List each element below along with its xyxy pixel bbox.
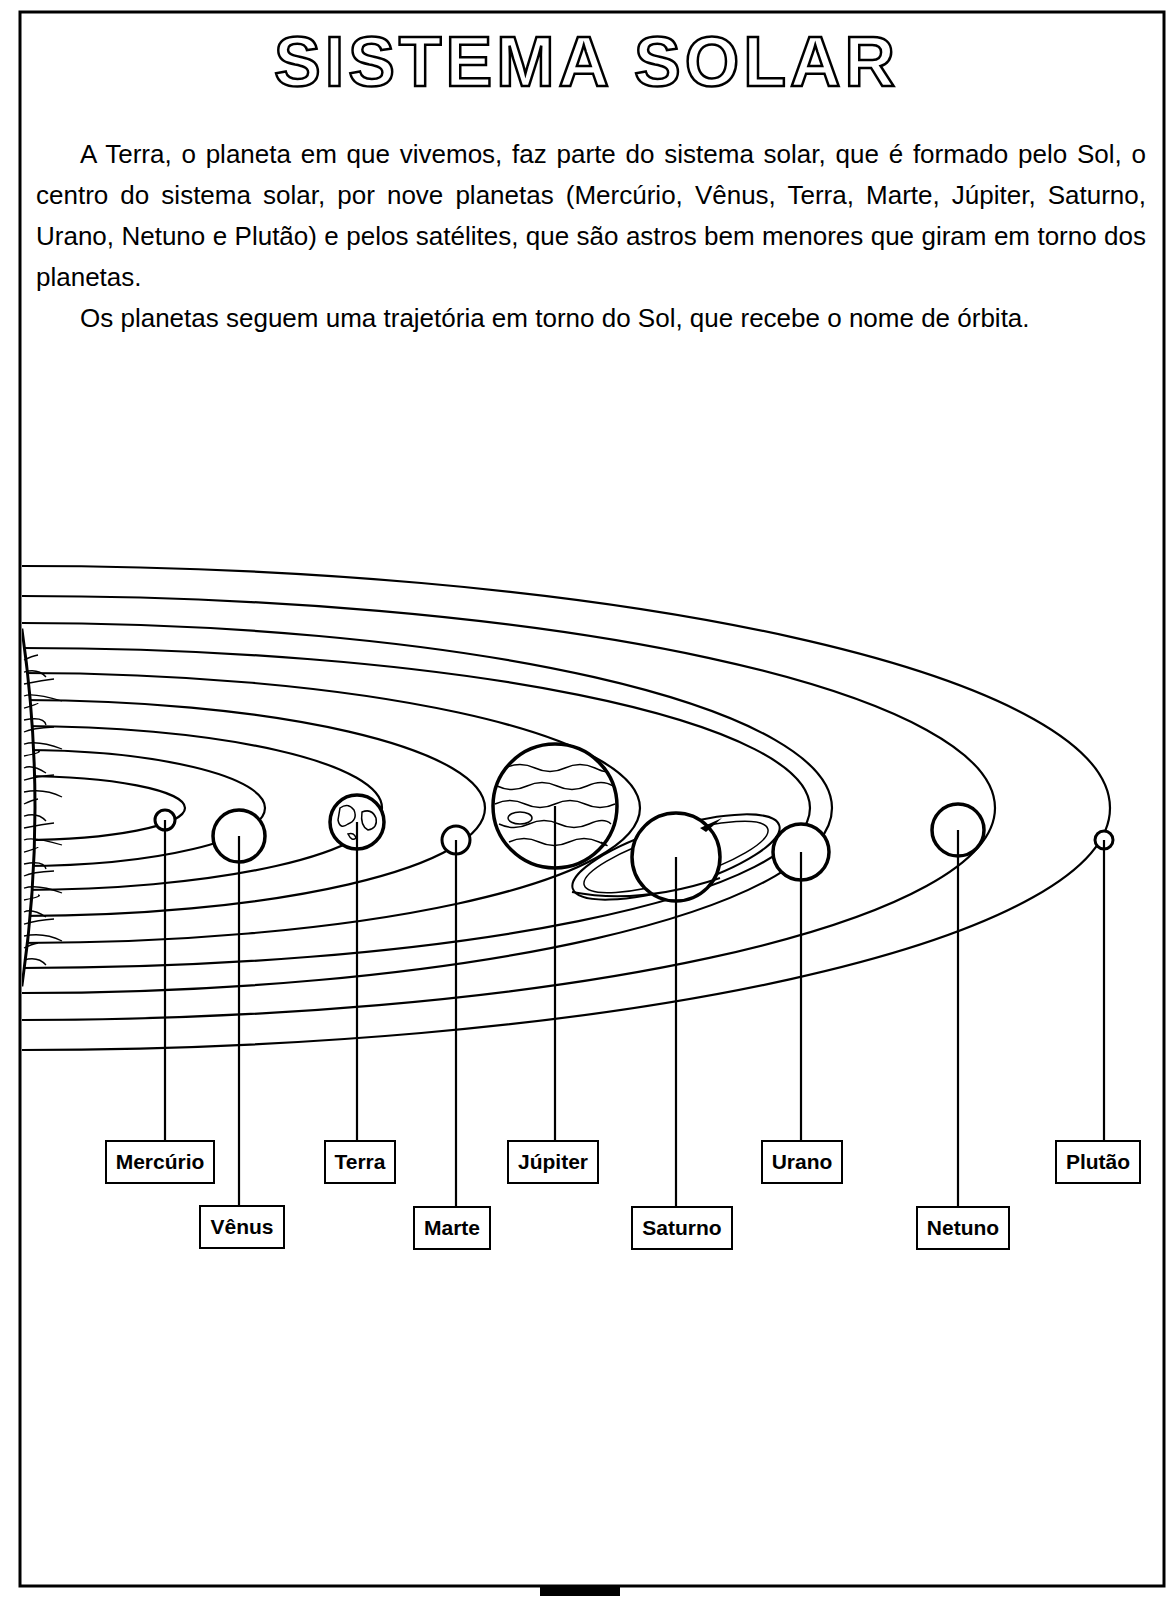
jupiter-band (509, 839, 607, 846)
sun-flare (24, 695, 62, 701)
sun-flare (24, 791, 62, 797)
orbit (22, 648, 810, 968)
sun-flare (24, 919, 54, 924)
paragraph: Os planetas seguem uma trajetória em tor… (36, 298, 1146, 339)
planets (155, 744, 1113, 917)
orbit (22, 623, 832, 993)
sun-flare (24, 887, 62, 893)
sun-flare (24, 935, 62, 941)
sun-flare (24, 799, 38, 804)
planet-name: Netuno (927, 1216, 999, 1240)
orbit (22, 596, 995, 1020)
jupiter-band (505, 765, 606, 772)
jupiter-spot (508, 812, 532, 824)
orbit (22, 750, 265, 866)
sun-flare (24, 823, 54, 828)
sun-flare (24, 751, 39, 756)
sun-flare (24, 743, 62, 749)
sun-flare (24, 943, 38, 948)
planet-name: Saturno (642, 1216, 721, 1240)
sun-flare (24, 727, 54, 732)
sun-flare (24, 703, 38, 708)
orbit (22, 726, 382, 890)
page-tab (540, 1586, 620, 1596)
sun (22, 630, 62, 985)
sun-flare (24, 775, 54, 780)
label-box: Urano (761, 1140, 844, 1184)
planet-name: Júpiter (518, 1150, 588, 1174)
label-box: Saturno (631, 1206, 732, 1250)
planet-name: Mercúrio (116, 1150, 205, 1174)
sun-flare (24, 959, 46, 965)
leader-lines (165, 806, 1104, 1206)
orbit (22, 566, 1110, 1050)
leader-line (675, 857, 677, 1206)
sun-flare (24, 911, 46, 917)
sun-flare (24, 839, 62, 845)
planet-name: Marte (424, 1216, 480, 1240)
planet-name: Terra (335, 1150, 386, 1174)
leader-line (1103, 840, 1105, 1140)
sun-flare (24, 655, 38, 660)
page-border (20, 12, 1164, 1586)
label-box: Terra (324, 1140, 397, 1184)
planet-name: Urano (772, 1150, 833, 1174)
saturn-ring (572, 878, 720, 896)
orbit (22, 700, 485, 916)
jupiter-band (497, 783, 613, 790)
label-box: Netuno (916, 1206, 1010, 1250)
page-title: SISTEMA SOLAR (0, 22, 1173, 102)
planet-name: Plutão (1066, 1150, 1130, 1174)
sun-flare (24, 847, 38, 852)
saturn-mark (700, 818, 722, 832)
leader-line (356, 822, 358, 1140)
label-box: Mercúrio (105, 1140, 216, 1184)
leader-line (554, 806, 556, 1140)
sun-flare (24, 767, 46, 773)
leader-line (164, 820, 166, 1140)
label-box: Júpiter (507, 1140, 599, 1184)
sun-flare (24, 895, 39, 900)
label-box: Vênus (199, 1205, 284, 1249)
label-box: Plutão (1055, 1140, 1141, 1184)
leader-line (238, 836, 240, 1205)
sun-flare (24, 679, 54, 684)
planet-name: Vênus (210, 1215, 273, 1239)
sun-flare (24, 871, 54, 876)
orbit (22, 673, 640, 943)
sun-flare (24, 671, 46, 677)
leader-line (957, 830, 959, 1206)
sun-flare (24, 863, 46, 869)
orbits (22, 566, 1110, 1050)
paragraph: A Terra, o planeta em que vivemos, faz p… (36, 134, 1146, 298)
sun-flare (24, 815, 46, 821)
sun-flare (24, 719, 46, 725)
orbit (22, 776, 185, 840)
label-box: Marte (413, 1206, 491, 1250)
leader-line (455, 840, 457, 1206)
leader-line (800, 852, 802, 1140)
